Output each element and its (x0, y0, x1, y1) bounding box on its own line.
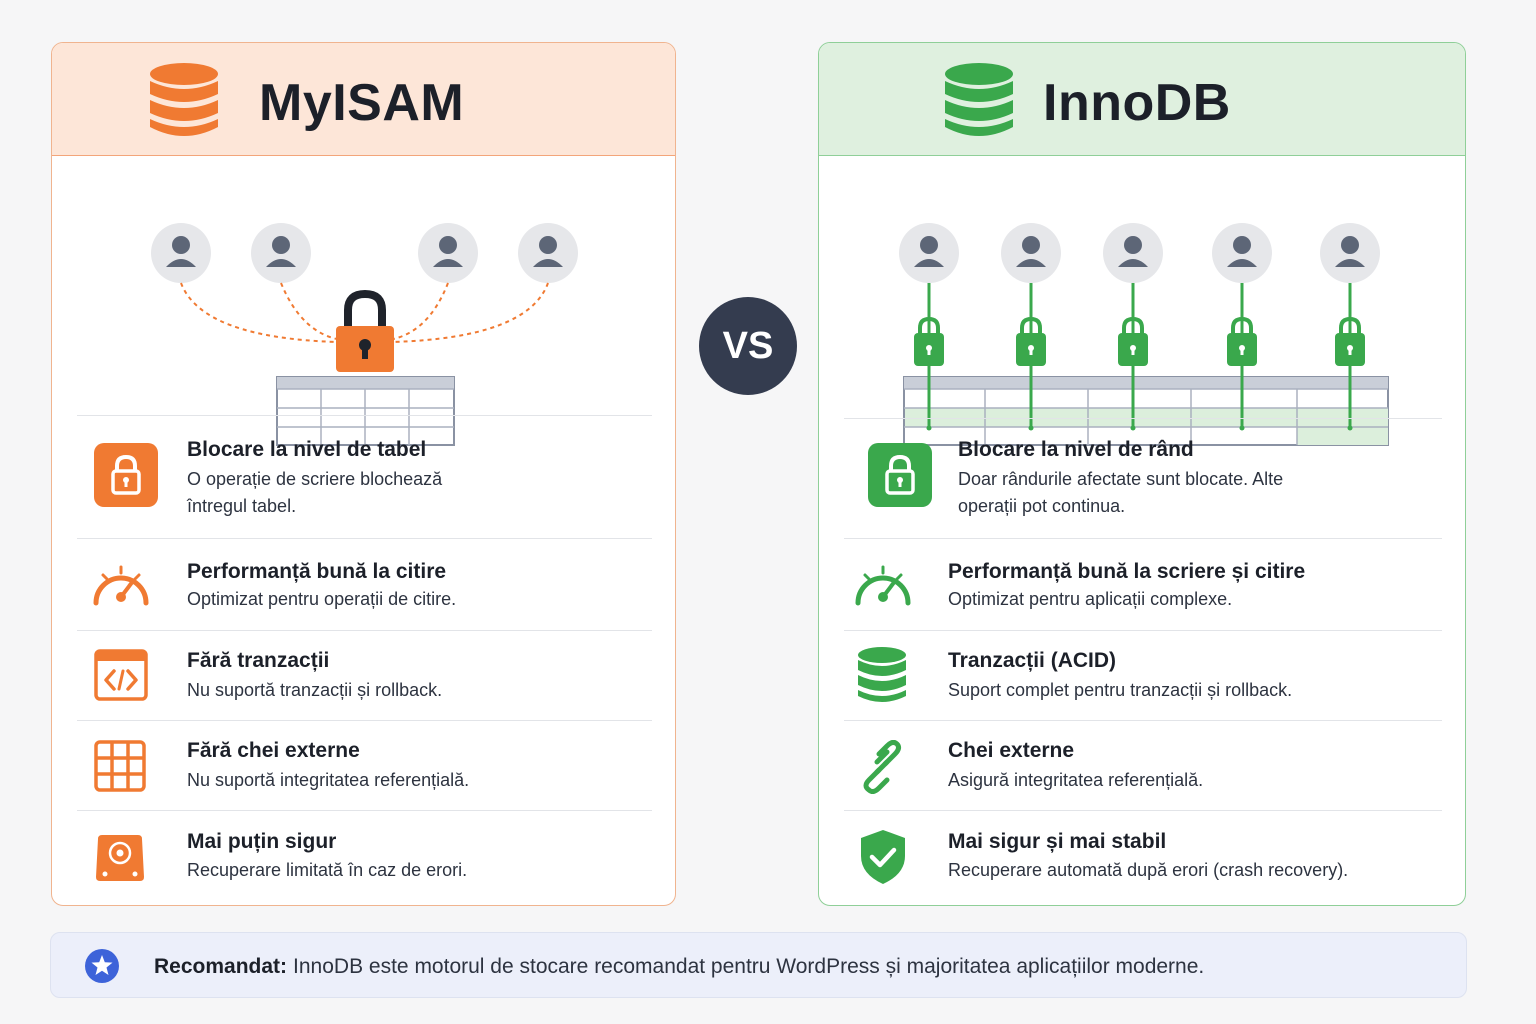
divider (77, 630, 652, 631)
user-avatar-icon (1001, 223, 1061, 283)
user-avatar-icon (1320, 223, 1380, 283)
recommendation-banner: Recomandat:InnoDB este motorul de stocar… (50, 932, 1467, 998)
user-avatars (899, 223, 1380, 283)
feature-description: Nu suportă integritatea referențială. (187, 770, 470, 790)
divider (844, 538, 1442, 539)
divider (77, 538, 652, 539)
link-icon (855, 739, 909, 799)
padlock-icon (914, 316, 944, 366)
user-avatar-icon (1212, 223, 1272, 283)
speedometer-icon (90, 559, 152, 612)
padlock-icon (1335, 316, 1365, 366)
lock-icon (94, 443, 158, 512)
feature-title: Blocare la nivel de tabel (187, 438, 427, 461)
feature-title: Mai sigur și mai stabil (948, 830, 1167, 853)
feature-title: Blocare la nivel de rând (958, 438, 1194, 461)
feature-description: Recuperare automată după erori (crash re… (948, 860, 1349, 880)
star-icon (85, 949, 119, 983)
padlock-icon (336, 289, 394, 372)
user-avatar-icon (518, 223, 578, 283)
padlock-icon (1016, 316, 1046, 366)
feature-title: Fără tranzacții (187, 649, 330, 672)
padlock-icon (1227, 316, 1257, 366)
feature-description: Suport complet pentru tranzacții și roll… (948, 680, 1293, 700)
feature-description: Optimizat pentru aplicații complexe. (948, 589, 1233, 609)
myisam-header: MyISAM (52, 43, 675, 156)
feature-description: Nu suportă tranzacții și rollback. (187, 680, 443, 700)
database-icon (150, 63, 218, 136)
innodb-title: InnoDB (1043, 74, 1231, 132)
feature-description: Doar rândurile afectate sunt blocate. Al… (958, 469, 1284, 516)
row-lock-diagram (899, 223, 1389, 446)
user-avatar-icon (1103, 223, 1163, 283)
row-padlocks (914, 316, 1365, 366)
feature-title: Mai puțin sigur (187, 830, 337, 853)
user-avatar-icon (151, 223, 211, 283)
divider (77, 810, 652, 811)
feature-title: Tranzacții (ACID) (948, 649, 1117, 672)
feature-description: Asigură integritatea referențială. (948, 770, 1204, 790)
user-avatar-icon (899, 223, 959, 283)
grid-icon (94, 740, 146, 797)
database-icon (856, 646, 908, 709)
table-grid (276, 376, 455, 446)
myisam-panel: MyISAM (51, 42, 676, 906)
divider (844, 720, 1442, 721)
innodb-panel: InnoDB (818, 42, 1466, 906)
shield-check-icon (858, 828, 908, 891)
recommendation-label: Recomandat: (154, 955, 288, 978)
divider (77, 415, 652, 416)
divider (77, 720, 652, 721)
feature-title: Fără chei externe (187, 739, 360, 762)
hard-drive-icon (94, 831, 146, 888)
recommendation-text: Recomandat:InnoDB este motorul de stocar… (154, 955, 1204, 979)
code-window-icon (94, 649, 148, 706)
feature-title: Performanță bună la citire (187, 560, 447, 583)
vs-badge: VS (699, 297, 797, 395)
user-avatars (151, 223, 578, 283)
user-avatar-icon (251, 223, 311, 283)
table-lock-diagram (151, 223, 578, 446)
feature-title: Performanță bună la scriere și citire (948, 560, 1306, 583)
user-avatar-icon (418, 223, 478, 283)
lock-connectors (180, 282, 549, 343)
speedometer-icon (852, 559, 914, 612)
feature-description: Recuperare limitată în caz de erori. (187, 860, 468, 880)
lock-icon (868, 443, 932, 512)
divider (844, 418, 1442, 419)
feature-description: Optimizat pentru operații de citire. (187, 589, 457, 609)
recommendation-message: InnoDB este motorul de stocare recomanda… (293, 955, 1205, 978)
divider (844, 810, 1442, 811)
myisam-title: MyISAM (259, 74, 465, 132)
feature-title: Chei externe (948, 739, 1075, 762)
database-icon (945, 63, 1013, 136)
innodb-header: InnoDB (819, 43, 1465, 156)
table-grid (903, 376, 1389, 446)
feature-description: O operație de scriere blochează întregul… (187, 469, 443, 516)
padlock-icon (1118, 316, 1148, 366)
divider (844, 630, 1442, 631)
